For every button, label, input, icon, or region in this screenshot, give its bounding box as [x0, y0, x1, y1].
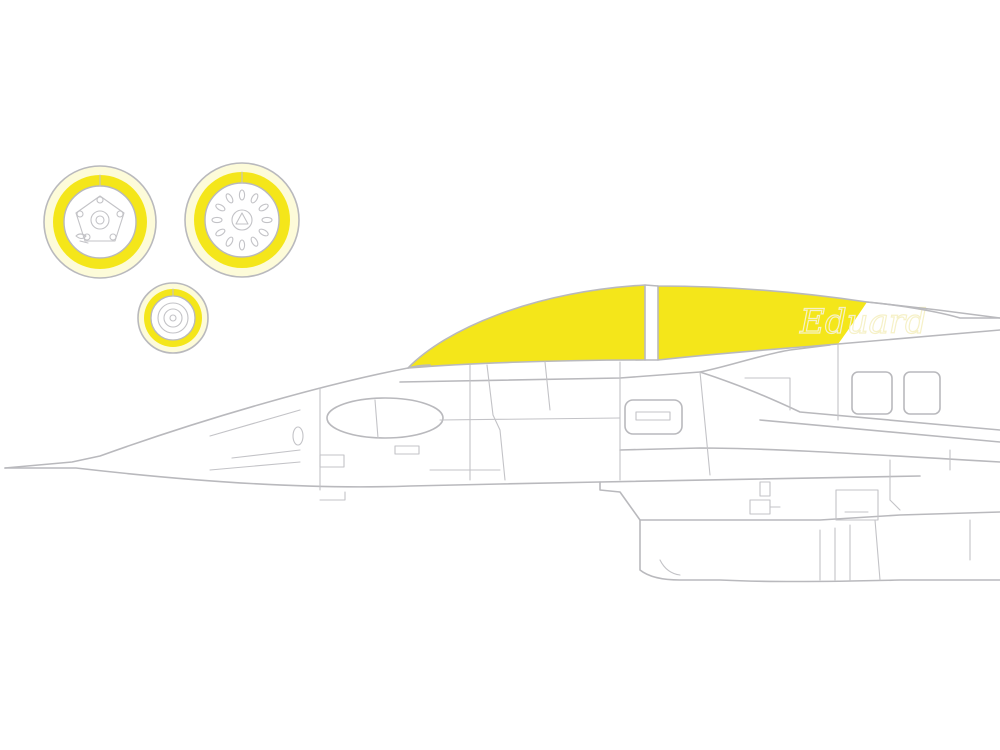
bolt [83, 233, 91, 241]
hub-slot [225, 193, 234, 204]
hub-center [169, 314, 177, 322]
canopy-rear-mask[interactable] [658, 286, 867, 360]
bolt [116, 210, 124, 218]
hub-slot [250, 236, 259, 247]
hub-slot [215, 228, 226, 237]
hub-slot [258, 203, 269, 212]
hub-center [90, 210, 110, 230]
fuselage-outline [4, 284, 1000, 583]
hub-ring [163, 308, 183, 328]
bolt [76, 210, 84, 218]
hub-slot [258, 228, 269, 237]
hub-slot [225, 236, 234, 247]
hub-slot [238, 239, 246, 251]
hub-center-inner [95, 215, 105, 225]
bolt [96, 196, 104, 204]
canopy-front-mask[interactable] [408, 285, 645, 368]
valve-detail [75, 233, 89, 244]
watermark-text: Eduard [799, 302, 927, 342]
hub-ring [157, 302, 189, 334]
hub-slot [261, 216, 273, 224]
hub-outline [204, 182, 280, 258]
hub-center [231, 209, 253, 231]
wheel-mask-small[interactable] [137, 282, 209, 354]
hub-slot [215, 203, 226, 212]
hub-slots [211, 189, 273, 251]
wheel-mask-right[interactable] [184, 162, 300, 278]
wheel-mask-left[interactable] [43, 165, 157, 279]
hub-tri [235, 212, 249, 225]
hub-slot [238, 189, 246, 201]
bolt [109, 233, 117, 241]
hub-slot [211, 216, 223, 224]
hub-slot [250, 193, 259, 204]
hub-pentagon [75, 195, 125, 242]
